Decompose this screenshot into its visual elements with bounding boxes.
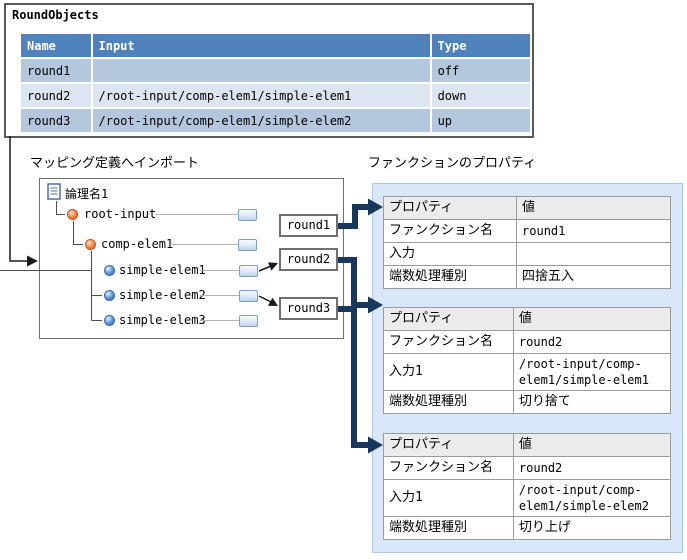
- source-table-header-row: Name Input Type: [21, 34, 530, 57]
- table-row: round2 /root-input/comp-elem1/simple-ele…: [21, 84, 530, 107]
- prop-value: round1: [516, 219, 671, 243]
- prop-label: 入力: [382, 242, 518, 266]
- function-properties-label: ファンクションのプロパティ: [368, 156, 537, 171]
- cell-input: /root-input/comp-elem1/simple-elem1: [92, 84, 430, 107]
- prop-value: round2: [512, 456, 672, 480]
- simple-element-icon: [104, 265, 115, 276]
- tree-node-simple-elem2: simple-elem2: [119, 288, 206, 302]
- prop-label: 入力1: [383, 479, 514, 517]
- property-table-round2: プロパティ 値 ファンクション名 round2 入力1 /root-input/…: [383, 307, 672, 414]
- mapping-import-label: マッピング定義へインポート: [30, 156, 200, 171]
- function-box-round1: round1: [279, 214, 338, 237]
- port-icon: [239, 315, 258, 327]
- document-icon: [47, 183, 61, 200]
- port-icon: [239, 290, 258, 302]
- prop-label: 入力1: [383, 353, 514, 391]
- simple-element-icon: [104, 315, 115, 326]
- prop-label: ファンクション名: [383, 456, 514, 480]
- prop-value: round2: [512, 330, 672, 354]
- prop-value: 四捨五入: [516, 265, 671, 289]
- cell-name: round1: [21, 59, 91, 82]
- source-table: Name Input Type round1 off round2 /root-…: [19, 32, 532, 134]
- simple-element-icon: [104, 290, 115, 301]
- prop-value: /root-input/comp-elem1/simple-elem2: [512, 479, 672, 517]
- cell-type: down: [431, 84, 530, 107]
- port-icon: [238, 239, 257, 251]
- prop-value: [516, 242, 671, 266]
- port-icon: [238, 209, 257, 221]
- value-header: 値: [512, 433, 672, 457]
- prop-header: プロパティ: [382, 196, 518, 220]
- tree-node-simple-elem1: simple-elem1: [119, 263, 206, 277]
- arrow-icon: [27, 255, 38, 267]
- cell-type: off: [431, 59, 530, 82]
- prop-value: /root-input/comp-elem1/simple-elem1: [512, 353, 672, 391]
- property-table-round3: プロパティ 値 ファンクション名 round2 入力1 /root-input/…: [383, 433, 672, 540]
- composite-element-icon: [67, 209, 78, 220]
- table-row: round1 off: [21, 59, 530, 82]
- prop-header: プロパティ: [383, 307, 514, 331]
- prop-label: ファンクション名: [382, 219, 518, 243]
- prop-label: 端数処理種別: [383, 390, 514, 414]
- prop-header: プロパティ: [383, 433, 514, 457]
- function-box-round3: round3: [279, 297, 338, 320]
- tree-root-label: 論理名1: [65, 187, 109, 201]
- port-icon: [239, 265, 258, 277]
- function-box-round2: round2: [279, 248, 338, 271]
- source-table-box: RoundObjects Name Input Type round1 off …: [4, 3, 534, 138]
- column-header-name: Name: [21, 34, 91, 57]
- tree-node-simple-elem3: simple-elem3: [119, 313, 206, 327]
- prop-label: 端数処理種別: [383, 516, 514, 540]
- cell-name: round2: [21, 84, 91, 107]
- cell-type: up: [431, 109, 530, 132]
- tree-node-root-input: root-input: [84, 207, 157, 221]
- prop-label: ファンクション名: [383, 330, 514, 354]
- tree-node-comp-elem1: comp-elem1: [101, 237, 174, 251]
- property-table-round1: プロパティ 値 ファンクション名 round1 入力 端数処理種別 四捨五入: [382, 196, 671, 289]
- cell-input: /root-input/comp-elem1/simple-elem2: [92, 109, 430, 132]
- column-header-type: Type: [431, 34, 530, 57]
- prop-label: 端数処理種別: [382, 265, 518, 289]
- value-header: 値: [512, 307, 672, 331]
- column-header-input: Input: [92, 34, 430, 57]
- cell-name: round3: [21, 109, 91, 132]
- composite-element-icon: [85, 239, 96, 250]
- source-table-title: RoundObjects: [12, 8, 99, 22]
- prop-value: 切り捨て: [512, 390, 672, 414]
- value-header: 値: [516, 196, 671, 220]
- prop-value: 切り上げ: [512, 516, 672, 540]
- table-row: round3 /root-input/comp-elem1/simple-ele…: [21, 109, 530, 132]
- cell-input: [92, 59, 430, 82]
